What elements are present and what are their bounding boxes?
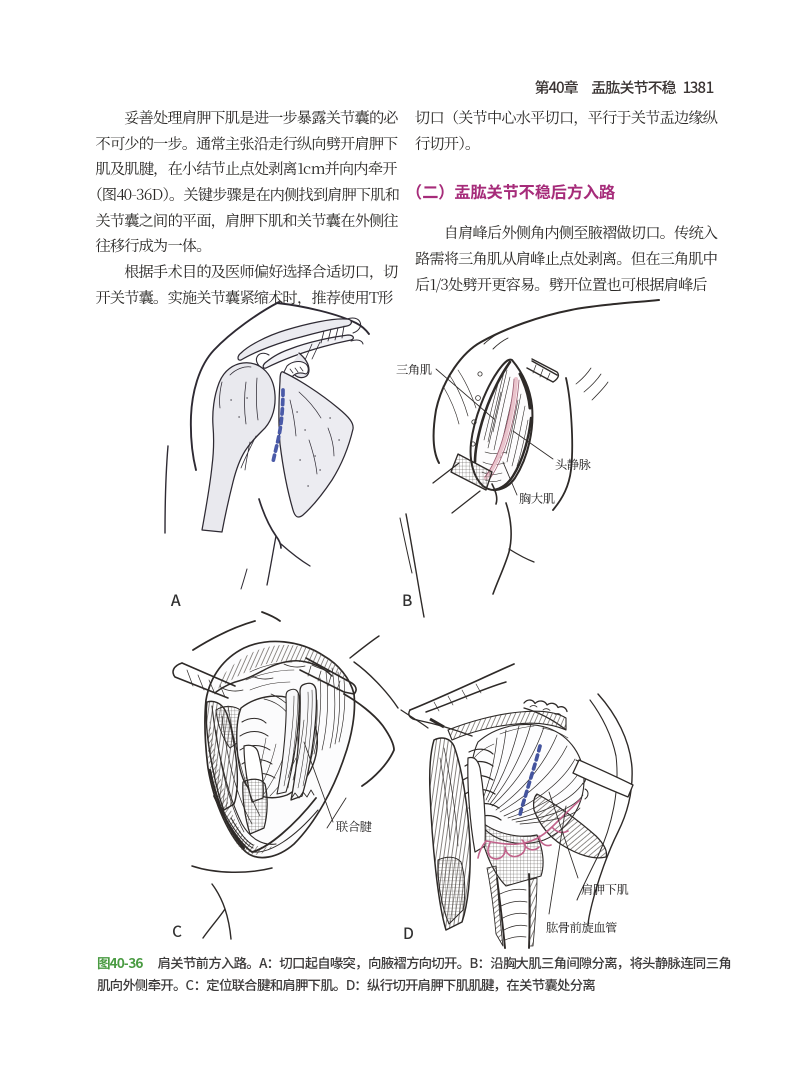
svg-text:D: D bbox=[403, 922, 413, 944]
svg-text:三角肌: 三角肌 bbox=[396, 360, 433, 378]
svg-text:肱骨前旋血管: 肱骨前旋血管 bbox=[546, 918, 617, 936]
svg-text:联合腱: 联合腱 bbox=[336, 817, 373, 835]
svg-text:C: C bbox=[172, 920, 182, 942]
svg-text:B: B bbox=[402, 589, 412, 611]
svg-text:肩胛下肌: 肩胛下肌 bbox=[581, 880, 629, 898]
svg-text:A: A bbox=[170, 589, 181, 611]
svg-text:头静脉: 头静脉 bbox=[555, 455, 592, 473]
svg-text:胸大肌: 胸大肌 bbox=[519, 489, 556, 507]
